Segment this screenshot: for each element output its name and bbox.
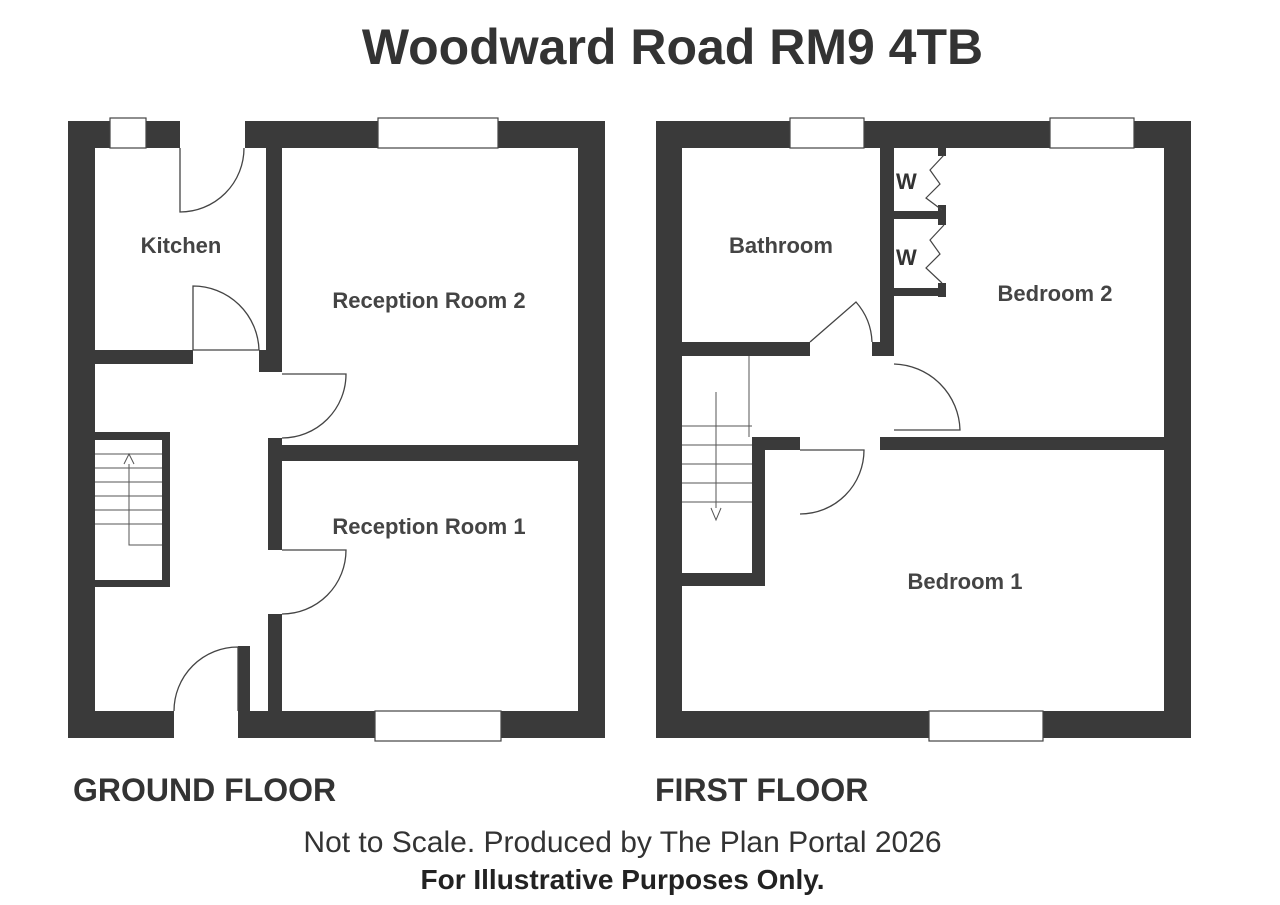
plan-title: Woodward Road RM9 4TB xyxy=(361,19,984,75)
ff-wardrobe-label-2: W xyxy=(896,245,917,270)
gf-window-reception2 xyxy=(377,117,499,149)
ff-window-bedroom2 xyxy=(1049,117,1135,149)
ff-wall-top-c xyxy=(1134,121,1191,148)
gf-wall-hall-right-lower xyxy=(268,614,282,711)
ff-staircase xyxy=(682,356,752,522)
ff-wall-bed1-top-left xyxy=(764,437,800,450)
ff-wall-bath-right-stub xyxy=(872,342,894,356)
gf-window-reception1 xyxy=(374,710,502,742)
ff-windows xyxy=(789,117,1135,742)
ff-wall-bath-right xyxy=(880,148,894,342)
ff-wall-stair-right xyxy=(752,437,765,577)
ff-wall-right xyxy=(1164,121,1191,738)
ff-wall-stair-bottom xyxy=(682,573,765,586)
ff-wardrobe-wall-mid xyxy=(894,211,946,219)
gf-door-reception1 xyxy=(281,549,347,615)
ff-wardrobe-post-1 xyxy=(938,205,946,225)
gf-door-kitchen-back xyxy=(179,147,245,213)
gf-wall-hall-right xyxy=(268,438,282,550)
ff-door-bathroom xyxy=(809,301,873,343)
gf-wall-kitchen-right xyxy=(266,148,282,372)
room-label-kitchen: Kitchen xyxy=(141,233,222,258)
ff-wall-bed-divider xyxy=(880,437,1164,450)
gf-wall-top-a xyxy=(68,121,110,148)
ff-wall-bottom-b xyxy=(1043,711,1191,738)
gf-stair-wall-bottom xyxy=(95,580,170,587)
gf-wall-top-b xyxy=(146,121,180,148)
gf-doors xyxy=(173,147,347,712)
ff-window-bathroom xyxy=(789,117,865,149)
gf-door-kitchen-hall xyxy=(192,285,260,351)
ff-wardrobe-post-0 xyxy=(938,148,946,156)
ff-wardrobe-door-2 xyxy=(925,224,945,284)
gf-wall-reception-divider xyxy=(282,445,578,461)
ff-wall-bath-bottom xyxy=(682,342,810,356)
gf-wall-bottom-b xyxy=(238,711,378,738)
first-floor-label: FIRST FLOOR xyxy=(655,772,869,808)
gf-wall-porch xyxy=(238,646,250,711)
ff-wardrobes xyxy=(925,154,945,284)
ground-floor-plan xyxy=(68,121,605,738)
room-label-bedroom-1: Bedroom 1 xyxy=(908,569,1023,594)
gf-wall-bottom-a xyxy=(68,711,174,738)
gf-wall-top-c xyxy=(245,121,378,148)
ff-door-bedroom1 xyxy=(799,449,865,515)
footer-disclaimer: Not to Scale. Produced by The Plan Porta… xyxy=(303,826,942,859)
gf-wall-kitchen-bottom xyxy=(95,350,193,364)
gf-stair-wall-top xyxy=(95,432,169,440)
room-label-bedroom-2: Bedroom 2 xyxy=(998,281,1113,306)
first-floor-plan xyxy=(656,121,1191,738)
gf-window-kitchen xyxy=(109,117,147,149)
ff-window-bedroom1 xyxy=(928,710,1044,742)
gf-staircase xyxy=(95,452,162,546)
gf-door-reception2 xyxy=(281,373,347,439)
ff-wall-left xyxy=(656,121,682,738)
ff-wardrobe-post-2 xyxy=(938,283,946,297)
gf-door-front xyxy=(173,646,239,712)
gf-wall-left xyxy=(68,121,95,738)
ff-wall-bottom-a xyxy=(656,711,929,738)
gf-stair-wall-right xyxy=(162,432,170,587)
gf-wall-right xyxy=(578,121,605,738)
room-label-reception-2: Reception Room 2 xyxy=(332,288,525,313)
ff-wardrobe-label-1: W xyxy=(896,169,917,194)
ff-door-bedroom2 xyxy=(893,363,961,431)
gf-wall-top-d xyxy=(498,121,605,148)
room-label-reception-1: Reception Room 1 xyxy=(332,514,525,539)
gf-wall-kitchen-door-stub xyxy=(259,350,269,372)
ff-wardrobe-wall-bottom xyxy=(894,288,946,296)
gf-windows xyxy=(109,117,502,742)
ff-wardrobe-door-1 xyxy=(925,154,945,211)
ff-wall-top-b xyxy=(864,121,1050,148)
ground-floor-label: GROUND FLOOR xyxy=(73,772,337,808)
ff-wall-top-a xyxy=(656,121,790,148)
ff-doors xyxy=(799,301,961,515)
gf-wall-bottom-c xyxy=(498,711,605,738)
room-label-bathroom: Bathroom xyxy=(729,233,833,258)
footer-illustrative: For Illustrative Purposes Only. xyxy=(420,864,825,895)
